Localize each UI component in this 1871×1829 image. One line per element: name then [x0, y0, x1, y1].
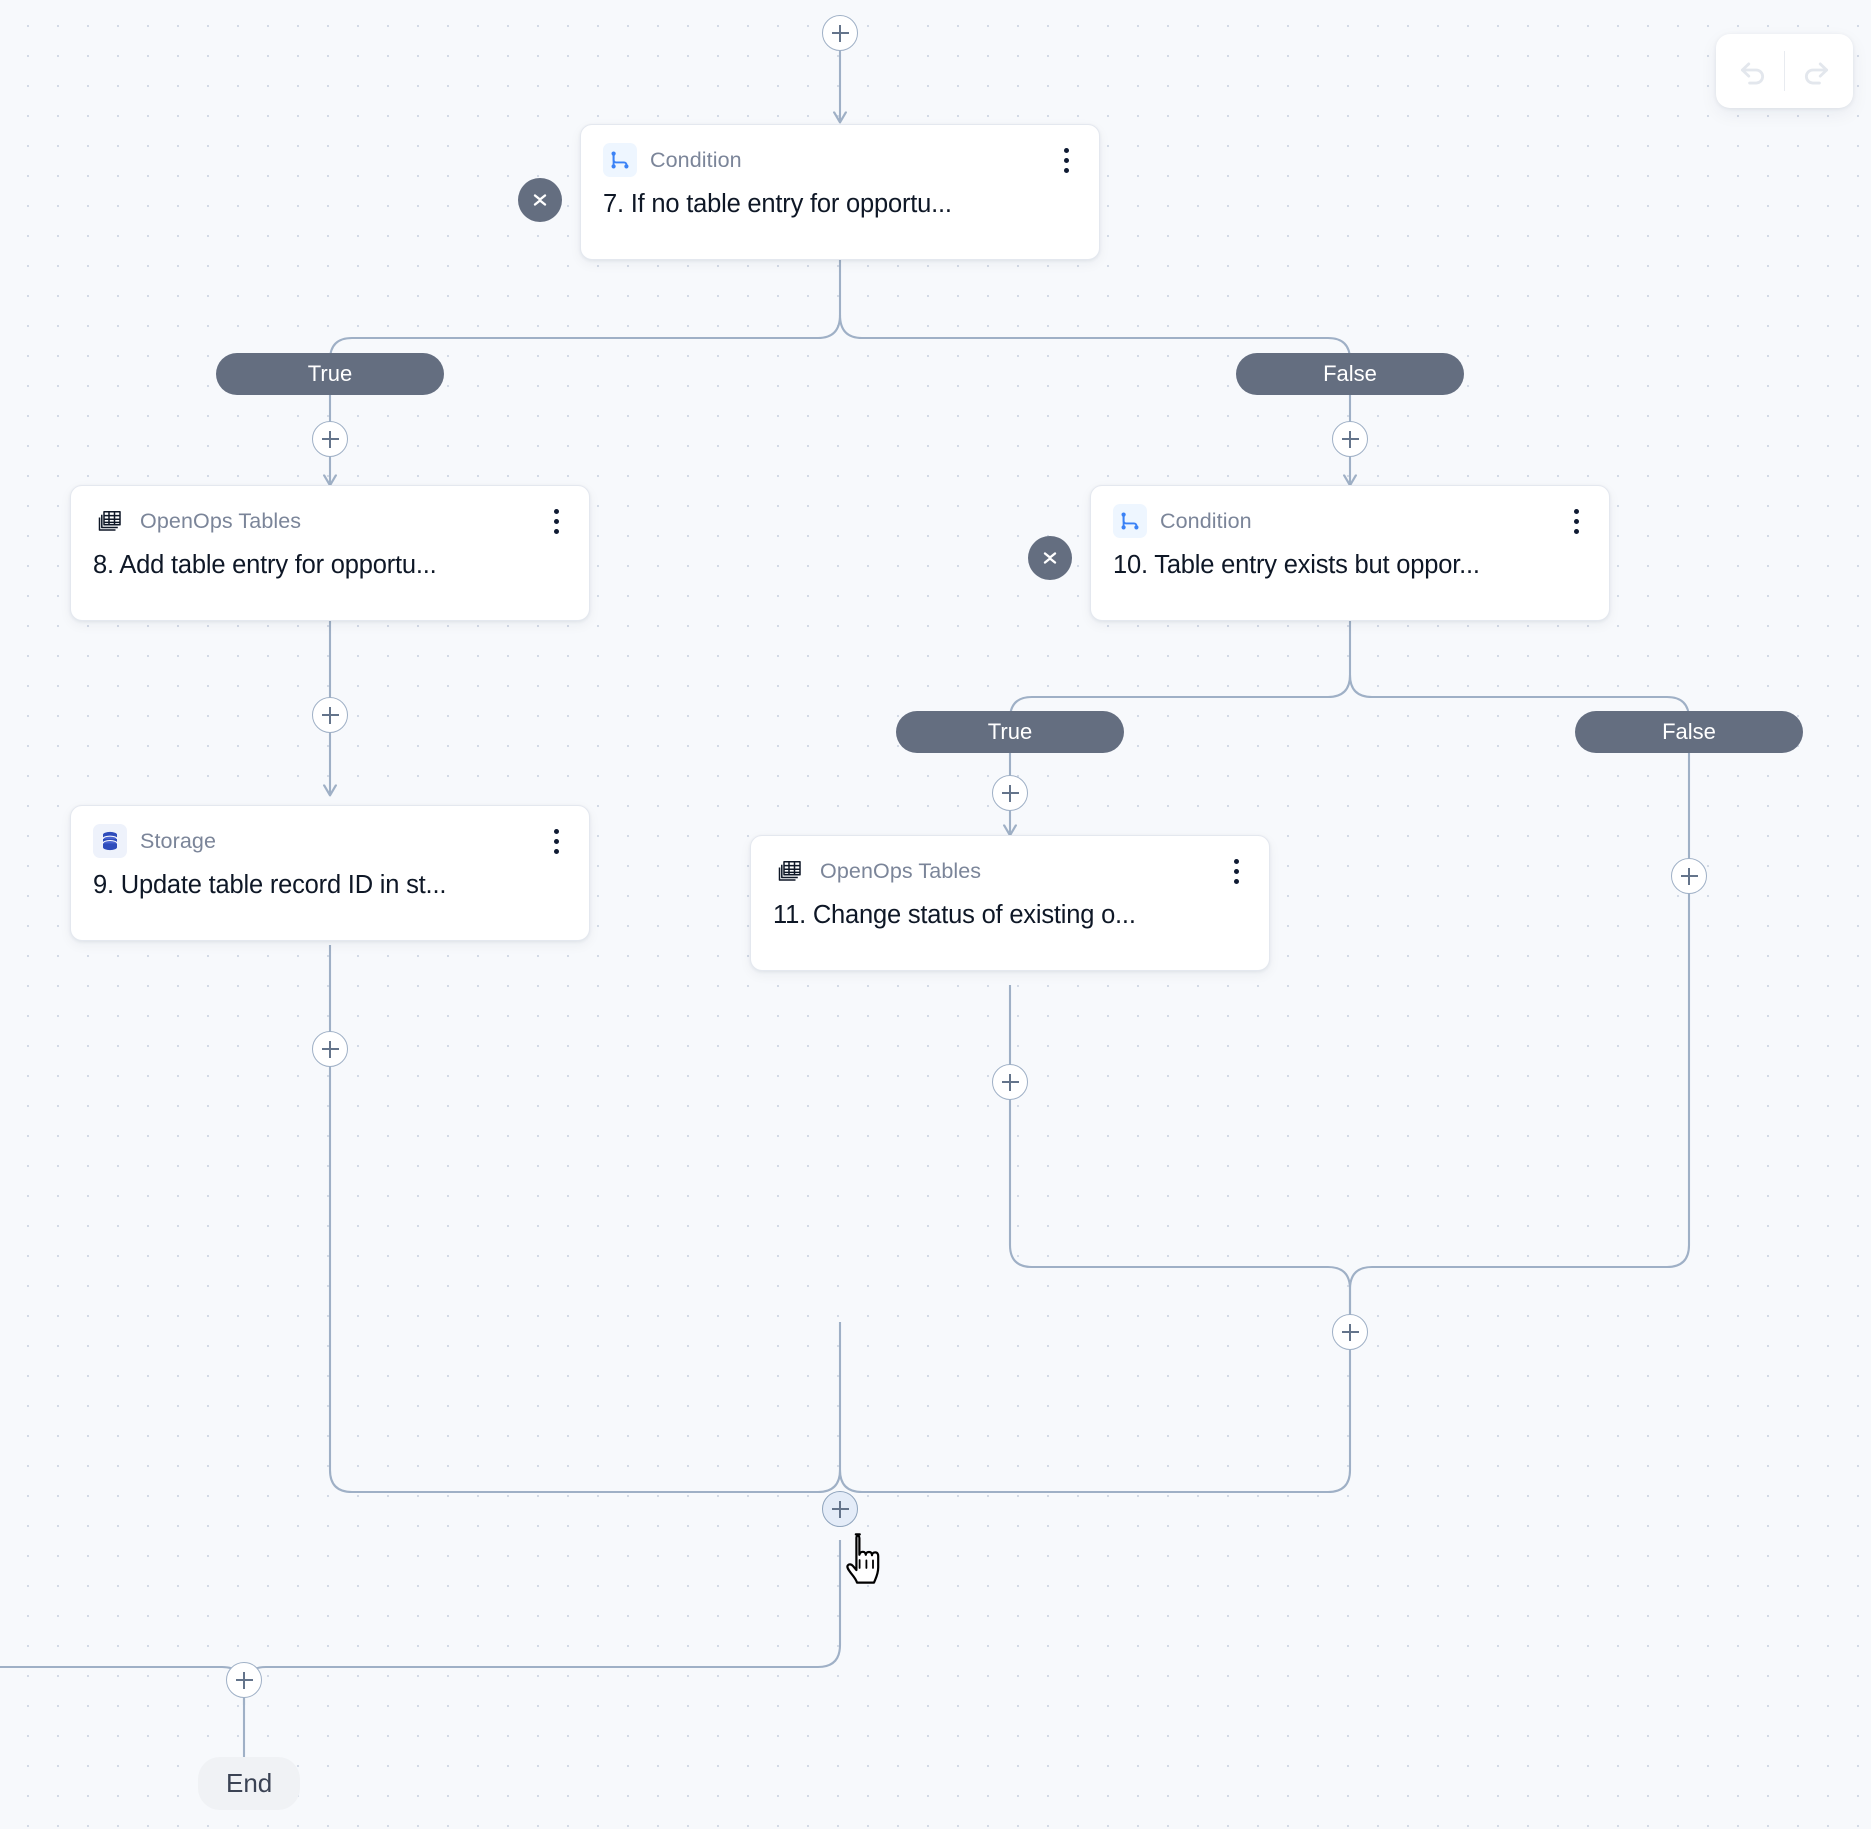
node-menu-button[interactable]: [1053, 145, 1079, 175]
node-type-label: Condition: [1160, 508, 1252, 533]
collapse-button-node-7[interactable]: [518, 178, 562, 222]
collapse-chevrons-icon: [1043, 552, 1057, 564]
node-menu-button[interactable]: [543, 506, 569, 536]
node-menu-button[interactable]: [543, 826, 569, 856]
node-type-label: OpenOps Tables: [820, 858, 982, 883]
redo-arrow-icon: [1804, 62, 1829, 85]
openops-tables-icon: [773, 854, 807, 888]
branch-pill-false-10[interactable]: False: [1575, 711, 1803, 753]
collapse-chevrons-icon: [533, 194, 547, 206]
node-card-condition-10[interactable]: Condition 10. Table entry exists but opp…: [1090, 485, 1610, 621]
add-step-button-after-9[interactable]: [312, 1031, 348, 1067]
branch-pill-true-7[interactable]: True: [216, 353, 444, 395]
add-step-button-false-branch-7[interactable]: [1332, 421, 1368, 457]
end-node: End: [198, 1757, 301, 1810]
node-title: 11. Change status of existing o...: [773, 901, 1136, 929]
node-title: 10. Table entry exists but oppor...: [1113, 551, 1480, 579]
condition-branch-icon: [603, 143, 637, 177]
node-card-storage-9[interactable]: Storage 9. Update table record ID in st.…: [70, 805, 590, 941]
add-step-button-before-end[interactable]: [226, 1662, 262, 1698]
undo-button[interactable]: [1722, 40, 1784, 102]
node-header: OpenOps Tables: [93, 504, 569, 538]
add-step-button-false-branch-10[interactable]: [1671, 858, 1707, 894]
node-menu-button[interactable]: [1223, 856, 1249, 886]
storage-database-icon: [93, 824, 127, 858]
node-type-label: OpenOps Tables: [140, 508, 302, 533]
add-step-button-true-branch-7[interactable]: [312, 421, 348, 457]
branch-pill-false-7[interactable]: False: [1236, 353, 1464, 395]
add-step-button-top[interactable]: [822, 15, 858, 51]
node-header: Condition: [1113, 504, 1589, 538]
add-step-button-after-11[interactable]: [992, 1064, 1028, 1100]
node-menu-button[interactable]: [1563, 506, 1589, 536]
node-card-openops-tables-8[interactable]: OpenOps Tables 8. Add table entry for op…: [70, 485, 590, 621]
add-step-button-merge-7[interactable]: [822, 1491, 858, 1527]
node-card-openops-tables-11[interactable]: OpenOps Tables 11. Change status of exis…: [750, 835, 1270, 971]
undo-arrow-icon: [1740, 62, 1765, 85]
add-step-button-true-branch-10[interactable]: [992, 775, 1028, 811]
history-toolbar: [1716, 34, 1853, 108]
node-card-condition-7[interactable]: Condition 7. If no table entry for oppor…: [580, 124, 1100, 260]
node-title: 7. If no table entry for opportu...: [603, 190, 952, 218]
branch-pill-true-10[interactable]: True: [896, 711, 1124, 753]
toolbar-divider: [1784, 51, 1785, 91]
node-type-label: Condition: [650, 147, 742, 172]
condition-branch-icon: [1113, 504, 1147, 538]
redo-button[interactable]: [1785, 40, 1847, 102]
node-title: 9. Update table record ID in st...: [93, 871, 447, 899]
mouse-cursor-pointer: [845, 1532, 893, 1595]
node-header: OpenOps Tables: [773, 854, 1249, 888]
collapse-button-node-10[interactable]: [1028, 536, 1072, 580]
node-title: 8. Add table entry for opportu...: [93, 551, 437, 579]
node-type-label: Storage: [140, 828, 217, 853]
add-step-button-merge-10[interactable]: [1332, 1314, 1368, 1350]
node-header: Storage: [93, 824, 569, 858]
add-step-button-between-8-and-9[interactable]: [312, 697, 348, 733]
node-header: Condition: [603, 143, 1079, 177]
openops-tables-icon: [93, 504, 127, 538]
